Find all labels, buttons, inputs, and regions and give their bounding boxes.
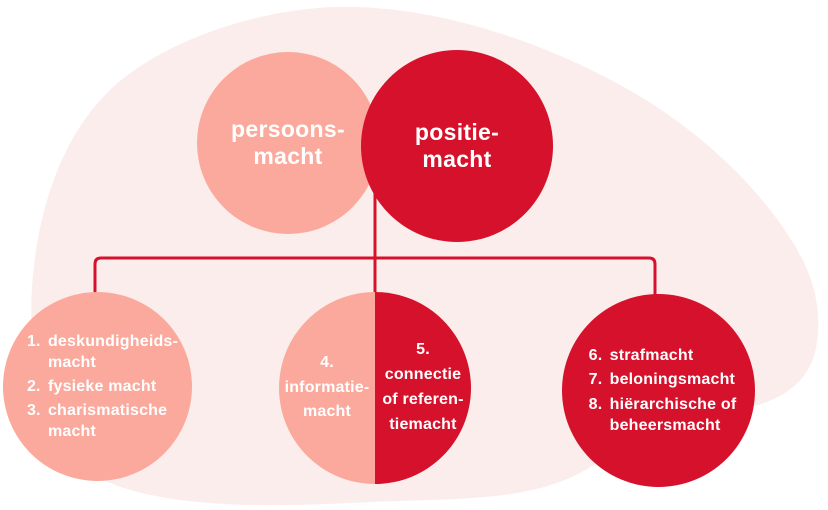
connector-branch-lines: [93, 256, 657, 296]
connectiemacht-label: 5. connectie of referen- tiemacht: [382, 341, 464, 433]
circle-positiemacht: positie- macht: [361, 50, 553, 242]
list-item: 1. deskundigheids- macht: [27, 331, 178, 373]
list-item-number: 2.: [26, 377, 41, 395]
list-item-label: deskundigheids- macht: [47, 332, 179, 371]
list-item-label: hiërarchische of beheersmacht: [609, 395, 737, 434]
list-item: 7. beloningsmacht: [589, 369, 737, 390]
list-item: 6. strafmacht: [589, 345, 737, 366]
positiemacht-label: positie- macht: [414, 118, 500, 172]
list-item: 8. hiërarchische of beheersmacht: [589, 394, 737, 436]
list-item-label: charismatische macht: [47, 402, 168, 441]
list-item-label: beloningsmacht: [609, 371, 736, 389]
circle-persoonsmacht: persoons- macht: [197, 52, 379, 234]
personal-power-list: 1. deskundigheids- macht 2. fysieke mach…: [27, 331, 178, 443]
list-item-number: 1.: [26, 332, 41, 350]
list-item: 3. charismatische macht: [27, 400, 178, 442]
list-item-label: strafmacht: [609, 347, 694, 365]
list-item-number: 8.: [588, 395, 603, 413]
position-power-list: 6. strafmacht 7. beloningsmacht 8. hiëra…: [589, 345, 737, 435]
list-item-number: 7.: [588, 371, 603, 389]
list-item-label: fysieke macht: [47, 377, 157, 395]
circle-position-power-list: 6. strafmacht 7. beloningsmacht 8. hiëra…: [562, 294, 755, 487]
persoonsmacht-label: persoons- macht: [231, 115, 345, 169]
circle-personal-power-list: 1. deskundigheids- macht 2. fysieke mach…: [3, 292, 192, 481]
informatiemacht-label: 4. informatie- macht: [284, 353, 370, 421]
circle-informatiemacht-connectiemacht: 4. informatie- macht 5. connectie of ref…: [279, 292, 471, 484]
list-item-number: 6.: [588, 347, 603, 365]
list-item-number: 3.: [26, 402, 41, 420]
list-item: 2. fysieke macht: [27, 376, 178, 397]
